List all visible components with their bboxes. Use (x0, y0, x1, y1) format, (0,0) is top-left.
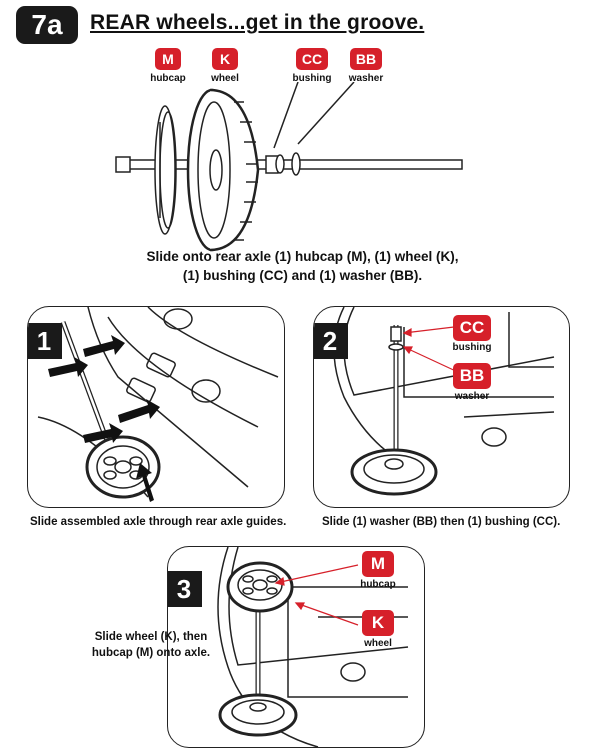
panel-2-illustration (333, 307, 555, 496)
step-number-2: 2 (314, 323, 348, 359)
step-3-caption-line-1: Slide wheel (K), then (94, 631, 208, 643)
panel-2-name-bushing: bushing (452, 342, 492, 353)
panel-2-name-washer: washer (454, 391, 490, 402)
step-panel-1: 1 (27, 306, 285, 508)
intro-line-2: (1) bushing (CC) and (1) washer (BB). (182, 268, 423, 283)
step-panel-2: 2 CC bushing BB washer (313, 306, 570, 508)
step-2-caption: Slide (1) washer (BB) then (1) bushing (… (322, 516, 561, 528)
panel-2-tag-cc: CC (453, 315, 491, 341)
part-name-hubcap: hubcap (150, 73, 186, 84)
step-number-1: 1 (28, 323, 62, 359)
panel-1-illustration (37, 307, 279, 502)
step-number-3: 3 (168, 571, 202, 607)
axle-exploded-illustration (115, 82, 463, 252)
part-name-bushing: bushing (292, 73, 332, 84)
intro-line-1: Slide onto rear axle (1) hubcap (M), (1)… (146, 249, 459, 264)
part-tag-bb: BB (350, 48, 382, 70)
panel-2-tag-bb: BB (453, 363, 491, 389)
part-name-wheel: wheel (211, 73, 239, 84)
step-panel-3: 3 M hubcap K wheel (167, 546, 425, 748)
panel-3-tag-m: M (362, 551, 394, 577)
part-tag-cc: CC (296, 48, 328, 70)
step-1-caption: Slide assembled axle through rear axle g… (30, 516, 287, 528)
part-tag-k: K (212, 48, 238, 70)
panel-3-illustration (217, 547, 409, 747)
part-name-washer: washer (348, 73, 384, 84)
panel-3-name-hubcap: hubcap (360, 579, 396, 590)
page-title: REAR wheels...get in the groove. (90, 11, 425, 34)
panel-3-name-wheel: wheel (364, 638, 392, 649)
panel-3-tag-k: K (362, 610, 394, 636)
step-3-caption-line-2: hubcap (M) onto axle. (91, 647, 211, 659)
step-badge: 7a (16, 6, 78, 44)
part-tag-m: M (155, 48, 181, 70)
